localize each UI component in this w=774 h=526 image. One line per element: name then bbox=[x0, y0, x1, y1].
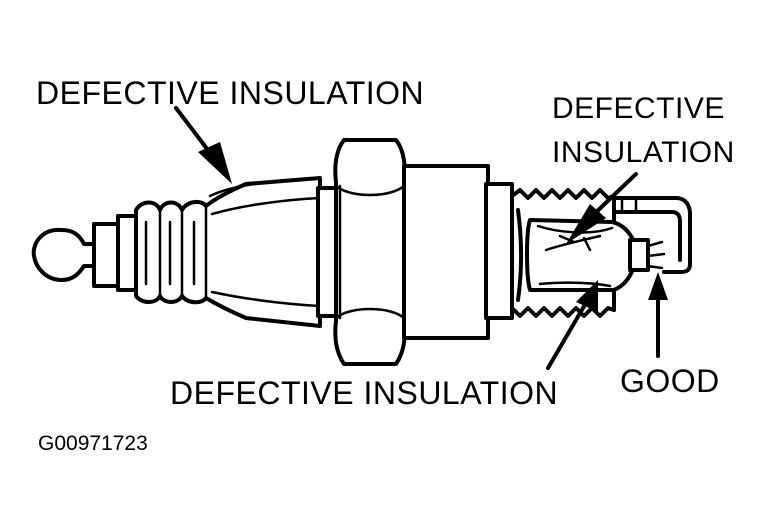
ceramic-insulator bbox=[134, 176, 338, 328]
arrow-good bbox=[648, 272, 668, 358]
arrow-top-right bbox=[566, 172, 638, 244]
figure-id: G00971723 bbox=[38, 432, 148, 455]
arrow-top-left bbox=[174, 106, 232, 184]
label-defective-top-right: DEFECTIVE bbox=[552, 92, 725, 125]
insulator-tip bbox=[525, 218, 636, 292]
terminal-nut bbox=[31, 214, 140, 292]
ground-electrode bbox=[612, 196, 692, 274]
hex-nut bbox=[333, 138, 407, 366]
metal-shell bbox=[402, 164, 514, 340]
label-insulation-top-right: INSULATION bbox=[552, 136, 735, 169]
center-electrode bbox=[628, 238, 666, 272]
label-defective-insulation-bottom: DEFECTIVE INSULATION bbox=[170, 375, 558, 411]
arrow-bottom bbox=[546, 280, 598, 370]
label-good: GOOD bbox=[620, 363, 720, 399]
label-defective-insulation-top-left: DEFECTIVE INSULATION bbox=[36, 75, 424, 111]
